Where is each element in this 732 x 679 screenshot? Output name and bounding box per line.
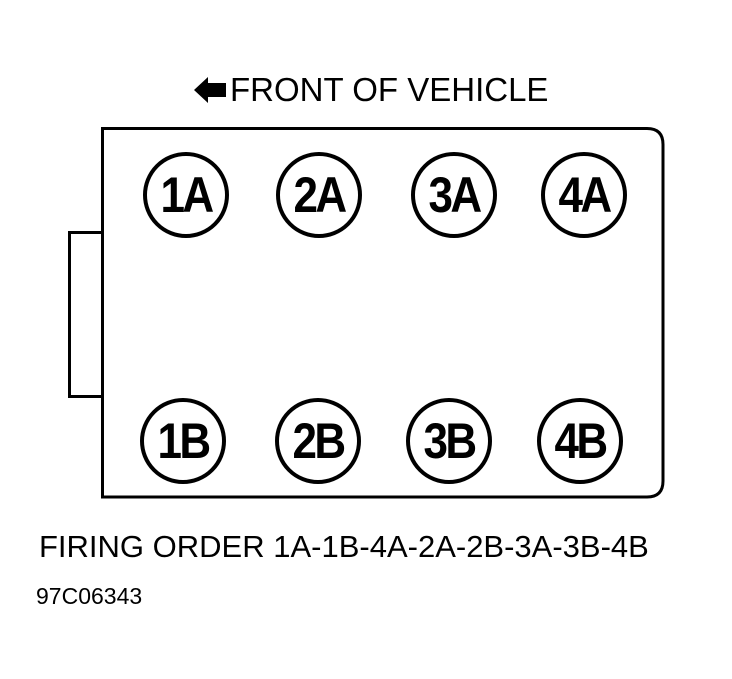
- cylinder-label-3a: 3A: [428, 167, 483, 223]
- cylinder-label-1b: 1B: [157, 413, 212, 469]
- cylinder-circle-1a: [143, 152, 229, 238]
- cylinder-circle-2a: [276, 152, 362, 238]
- cylinder-circle-4b: [537, 398, 623, 484]
- cylinder-circle-4a: [541, 152, 627, 238]
- cylinder-label-2a: 2A: [293, 167, 348, 223]
- cylinder-circle-3a: [411, 152, 497, 238]
- cylinder-circle-1b: [140, 398, 226, 484]
- cylinder-label-2b: 2B: [292, 413, 347, 469]
- cylinder-circle-2b: [275, 398, 361, 484]
- cylinder-label-3b: 3B: [423, 413, 478, 469]
- cylinder-label-4b: 4B: [554, 413, 609, 469]
- side-tab: [68, 231, 104, 398]
- front-of-vehicle-label: FRONT OF VEHICLE: [230, 71, 549, 108]
- cylinder-label-1a: 1A: [160, 167, 215, 223]
- cylinder-circle-3b: [406, 398, 492, 484]
- front-of-vehicle-header: FRONT OF VEHICLE: [193, 70, 548, 110]
- arrow-left-icon: [194, 77, 226, 103]
- engine-block-outline: [101, 127, 665, 499]
- cylinder-label-4a: 4A: [558, 167, 613, 223]
- figure-number: 97C06343: [36, 583, 143, 609]
- firing-order-caption: FIRING ORDER 1A-1B-4A-2A-2B-3A-3B-4B: [39, 529, 649, 564]
